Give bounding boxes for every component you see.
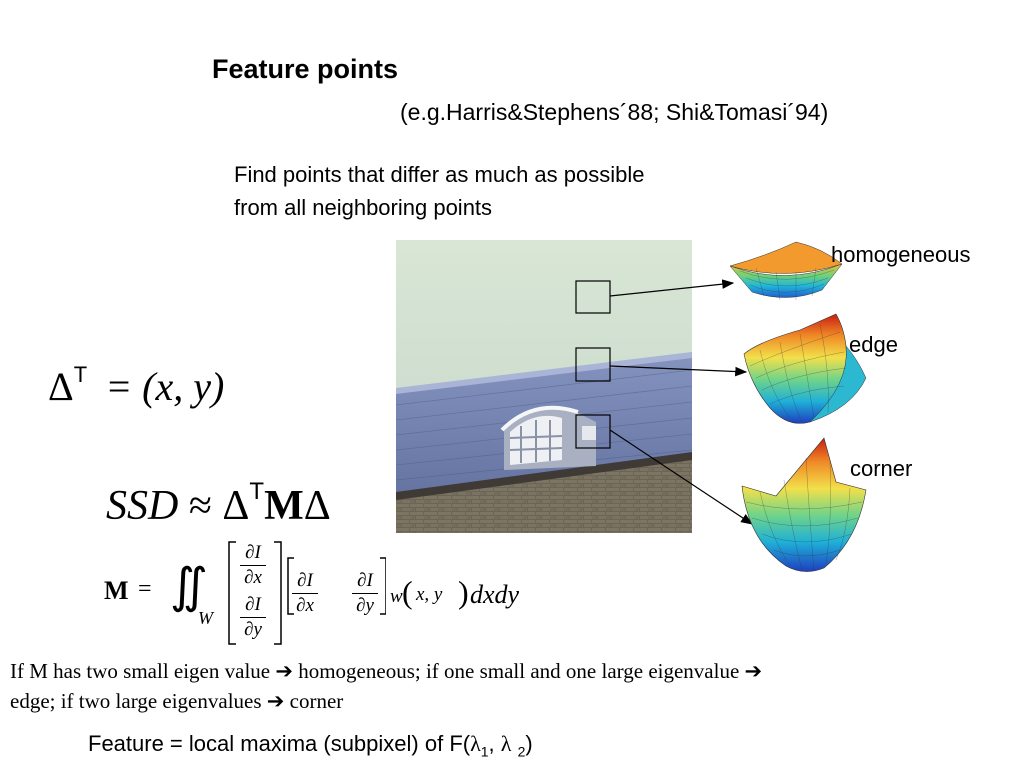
label-edge: edge xyxy=(849,332,898,357)
integration-domain: W xyxy=(198,608,213,628)
ssd-term: SSD xyxy=(106,483,179,529)
arrow-icon: ➔ xyxy=(275,659,293,683)
label-corner: corner xyxy=(850,456,913,481)
lambda-symbol: λ xyxy=(500,731,512,756)
approx-symbol: ≈ xyxy=(178,483,223,529)
homogeneous-surface-plot xyxy=(729,241,843,301)
delta-rhs: = (x, y) xyxy=(105,364,225,409)
lambda-symbol: λ xyxy=(470,731,481,756)
partial-i-y-row: ∂I∂y xyxy=(352,570,378,617)
matrix-m: M xyxy=(264,483,304,529)
feature-definition: Feature = local maxima (subpixel) of F(λ… xyxy=(88,731,533,760)
corner-surface-plot xyxy=(741,437,867,572)
arrow-icon: ➔ xyxy=(744,659,763,683)
label-homogeneous: homogeneous xyxy=(831,242,971,267)
roof-window-photo xyxy=(396,240,692,533)
m-symbol: M xyxy=(104,576,129,605)
eigenvalue-explanation: If M has two small eigen value ➔ homogen… xyxy=(10,656,762,716)
partial-i-y-col: ∂I∂y xyxy=(240,594,266,641)
differential-dxdy: dxdy xyxy=(470,580,520,609)
delta-right: Δ xyxy=(303,483,331,529)
description: Find points that differ as much as possi… xyxy=(234,158,644,224)
partial-i-x-col: ∂I∂x xyxy=(240,542,266,589)
weight-function: w xyxy=(390,586,403,607)
ssd-equation: SSD ≈ ΔTMΔ xyxy=(106,478,331,530)
delta-left: Δ xyxy=(222,483,250,529)
description-line-2: from all neighboring points xyxy=(234,195,493,220)
delta-symbol: Δ xyxy=(48,364,74,409)
edge-surface-plot xyxy=(743,313,867,424)
transpose-superscript: T xyxy=(73,362,88,387)
transpose-superscript-ssd: T xyxy=(249,478,265,505)
delta-definition-equation: ΔT = (x, y) xyxy=(48,362,224,410)
slide-title: Feature points xyxy=(212,54,399,84)
column-vector-brackets xyxy=(228,541,386,645)
double-integral-symbol: ∬ xyxy=(170,560,208,613)
description-line-1: Find points that differ as much as possi… xyxy=(234,162,645,187)
equals-sign: = xyxy=(138,576,152,602)
arrow-icon: ➔ xyxy=(266,689,285,713)
slide-subtitle: (e.g.Harris&Stephens´88; Shi&Tomasi´94) xyxy=(400,99,829,125)
partial-i-x-row: ∂I∂x xyxy=(292,570,318,617)
explanation-line-1: If M has two small eigen value ➔ homogen… xyxy=(10,659,763,683)
explanation-line-2: edge; if two large eigenvalues ➔ corner xyxy=(10,689,344,713)
m-integral-equation: M = ∬ W ∂I∂x ∂I∂y ∂I∂x ∂I∂y w ( x, y ) d… xyxy=(100,536,560,648)
weight-args: x, y xyxy=(416,584,443,605)
